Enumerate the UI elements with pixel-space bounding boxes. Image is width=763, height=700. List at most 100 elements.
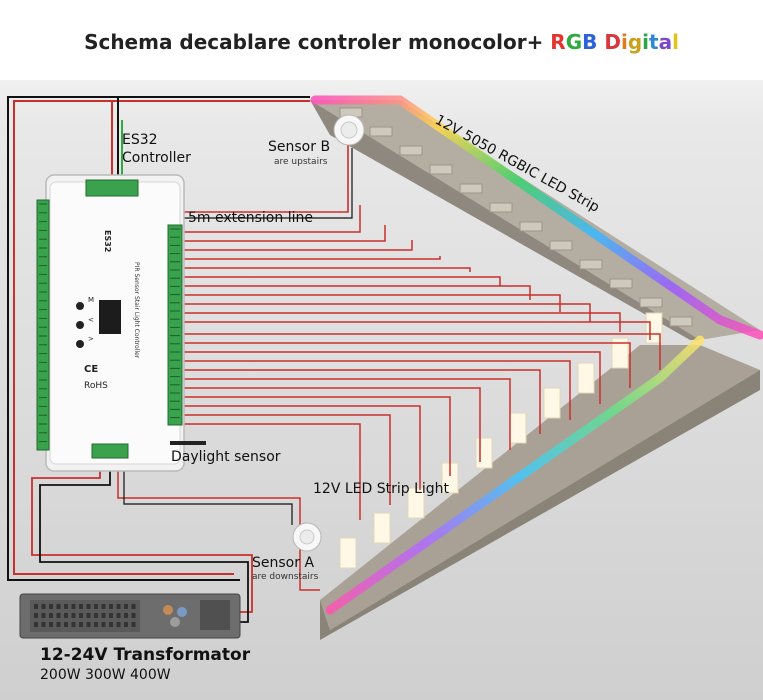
transformer-vents bbox=[34, 604, 136, 627]
step-wire bbox=[182, 294, 561, 312]
step-wire bbox=[182, 240, 413, 251]
step-wire bbox=[182, 205, 361, 233]
upper-staircase bbox=[310, 100, 760, 340]
title-rgb-r: R bbox=[550, 30, 566, 54]
lower-step-light bbox=[475, 437, 493, 469]
step-wire bbox=[182, 396, 451, 476]
transformer-vent bbox=[101, 613, 106, 618]
upper-step bbox=[609, 278, 633, 289]
transformer-vent bbox=[116, 613, 121, 618]
upper-steps bbox=[339, 107, 693, 327]
step-wire bbox=[182, 360, 571, 420]
upper-step bbox=[639, 297, 663, 308]
transformer-vent bbox=[109, 604, 113, 609]
transformer-vent bbox=[79, 613, 83, 618]
transformer-vent bbox=[49, 613, 53, 618]
transformer-vent bbox=[56, 622, 61, 627]
transformer-vent bbox=[131, 604, 136, 609]
sensor-b-label: Sensor B bbox=[268, 139, 331, 155]
step-wire bbox=[182, 351, 601, 404]
transformer-vent bbox=[86, 604, 91, 609]
transformer-vent bbox=[56, 604, 61, 609]
lower-step-light bbox=[339, 537, 357, 569]
step-wire bbox=[182, 369, 541, 434]
transformer-vent bbox=[101, 622, 106, 627]
title-digital-l: l bbox=[672, 30, 679, 54]
upper-step bbox=[429, 164, 453, 175]
title-digital-d: D bbox=[604, 30, 621, 54]
device-product-print: PIR Sensor Stair Light Controller bbox=[133, 262, 140, 359]
transformer-vent bbox=[124, 613, 128, 618]
upper-step bbox=[519, 221, 543, 232]
upper-step bbox=[669, 316, 693, 327]
transformer-vent bbox=[71, 622, 76, 627]
button-m bbox=[76, 302, 84, 310]
device-model-print: ES32 bbox=[103, 230, 112, 253]
transformer-vent bbox=[56, 613, 61, 618]
transformer-vent bbox=[49, 604, 53, 609]
title-digital-i1: i bbox=[620, 30, 628, 54]
transformer-vent bbox=[41, 622, 46, 627]
title-main: Schema decablare controler monocolor+ bbox=[84, 30, 551, 54]
transformer-vent bbox=[64, 604, 68, 609]
extension-line-label: 5m extension line bbox=[188, 210, 313, 226]
transformer-vent bbox=[71, 613, 76, 618]
transformer-title: 12-24V Transformator bbox=[40, 645, 251, 665]
transformer-vent bbox=[101, 604, 106, 609]
step-wire bbox=[182, 414, 391, 505]
step-wire bbox=[182, 303, 591, 322]
upper-step bbox=[489, 202, 513, 213]
sensor-b-device bbox=[333, 114, 365, 146]
transformer-vent bbox=[41, 604, 46, 609]
transformer-vent bbox=[34, 622, 38, 627]
transformer-vent bbox=[79, 604, 83, 609]
transformer-vent bbox=[41, 613, 46, 618]
transformer-vent bbox=[124, 622, 128, 627]
transformer-vent bbox=[64, 613, 68, 618]
button-left bbox=[76, 321, 84, 329]
daylight-sensor bbox=[170, 441, 206, 445]
title-rgb-b: B bbox=[582, 30, 598, 54]
lower-step-light bbox=[407, 487, 425, 519]
controller-word-label: Controller bbox=[122, 150, 191, 166]
title-digital-t: t bbox=[649, 30, 659, 54]
transformer-vent bbox=[94, 604, 98, 609]
upper-step bbox=[459, 183, 483, 194]
upper-step bbox=[369, 126, 393, 137]
transformer-vent bbox=[116, 622, 121, 627]
step-wire bbox=[182, 342, 631, 388]
transformer-vent bbox=[94, 613, 98, 618]
step-wire bbox=[182, 312, 621, 332]
step-wire bbox=[182, 378, 511, 450]
daylight-sensor-label: Daylight sensor bbox=[171, 449, 281, 465]
transformer-watts: 200W 300W 400W bbox=[40, 667, 171, 683]
step-wire bbox=[182, 276, 501, 286]
step-wire bbox=[182, 225, 386, 242]
rgbic-strip-lower-glow bbox=[325, 335, 705, 615]
rgbic-strip-upper-glow bbox=[310, 95, 763, 340]
sensor-a-label: Sensor A bbox=[252, 555, 315, 571]
device-button-left-label: < bbox=[88, 316, 94, 324]
transformer-wires bbox=[31, 455, 320, 623]
lower-step-light bbox=[543, 387, 561, 419]
page-title: Schema decablare controler monocolor+ RG… bbox=[0, 30, 763, 54]
lower-step-light bbox=[373, 512, 391, 544]
led-strip-light-label: 12V LED Strip Light bbox=[313, 481, 450, 497]
sensor-a-note: are downstairs bbox=[252, 572, 319, 582]
sensor-a-device bbox=[292, 522, 322, 552]
transformer-vent bbox=[116, 604, 121, 609]
step-wire bbox=[182, 333, 661, 370]
transformer-vent bbox=[94, 622, 98, 627]
step-wire bbox=[182, 267, 471, 272]
title-rgb-g: G bbox=[565, 30, 583, 54]
transformer-vent bbox=[64, 622, 68, 627]
transformer-vent bbox=[34, 613, 38, 618]
lower-staircase bbox=[320, 345, 760, 640]
transformer-vent bbox=[86, 622, 91, 627]
device-rohs-print: RoHS bbox=[84, 381, 108, 391]
transformer-vent bbox=[49, 622, 53, 627]
transformer-vent bbox=[79, 622, 83, 627]
transformer-vent bbox=[109, 622, 113, 627]
transformer-vent bbox=[34, 604, 38, 609]
